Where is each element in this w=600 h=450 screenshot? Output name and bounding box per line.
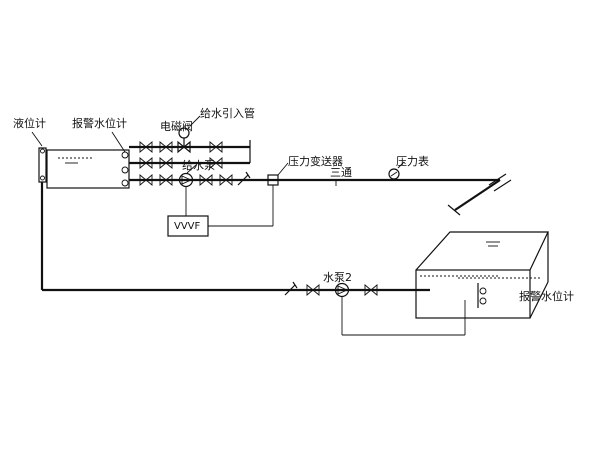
inlet-valves-lower [139, 157, 223, 169]
pump2-device [334, 282, 466, 336]
lower-alarm-gauge-device [479, 287, 487, 305]
upper-alarm-gauge-device [111, 131, 129, 187]
solenoid-valve-device [177, 115, 201, 154]
label-level-gauge: 液位计 [13, 117, 46, 130]
label-inlet-pipe: 给水引入管 [200, 107, 255, 120]
label-tee: 三通 [330, 166, 352, 179]
upper-tank [46, 149, 130, 189]
vvvf-controller-box [167, 185, 274, 237]
pressure-gauge-device [388, 161, 405, 180]
label-pressure-transmitter: 压力变送器 [288, 155, 343, 168]
lower-pipe-valves [284, 281, 378, 296]
label-alarm-gauge-bottom: 报警水位计 [519, 290, 574, 303]
label-solenoid-valve: 电磁阀 [160, 120, 193, 133]
label-pump2: 水泵2 [323, 271, 352, 284]
lower-tank [415, 231, 549, 319]
label-feed-pump: 给水泵 [182, 159, 215, 172]
lower-loop-pipe [40, 182, 430, 292]
main-pipe-valves [139, 174, 233, 186]
feed-pump-device [178, 164, 197, 188]
pressure-transmitter-device [267, 162, 289, 186]
level-gauge-device [31, 131, 47, 183]
label-pressure-gauge: 压力表 [396, 155, 429, 168]
label-alarm-gauge-top: 报警水位计 [72, 117, 127, 130]
label-controller: VVVF [174, 221, 201, 232]
inlet-valves-upper [139, 141, 223, 153]
check-valve [237, 171, 251, 186]
